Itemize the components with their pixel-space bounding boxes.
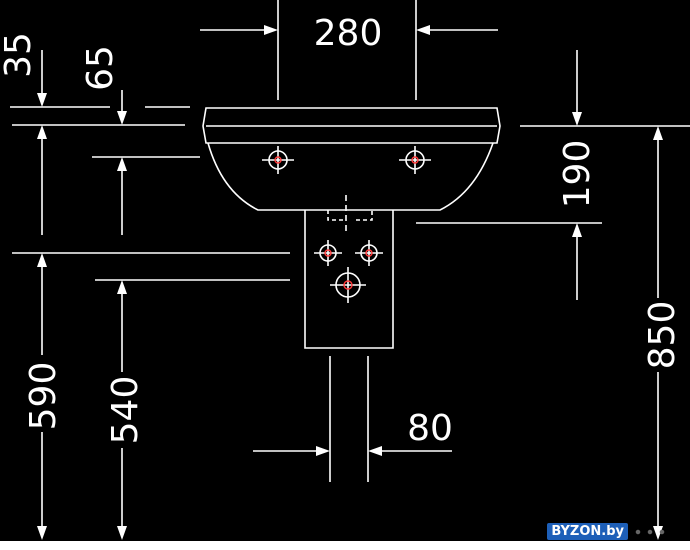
dimension-total-850: 850 xyxy=(642,126,683,540)
watermark-dots xyxy=(632,528,668,536)
dimension-bowl-190: 190 xyxy=(416,50,690,300)
label-590: 590 xyxy=(23,362,64,431)
drain-mark xyxy=(330,267,366,303)
label-rim-35: 35 xyxy=(0,32,39,78)
basin-outline xyxy=(202,107,501,211)
tap-mark-right xyxy=(399,146,431,174)
label-pedestal-80: 80 xyxy=(407,408,453,449)
dimension-590: 590 xyxy=(12,252,290,540)
supply-mark-left xyxy=(314,240,342,266)
dimension-pedestal-80: 80 xyxy=(253,356,453,482)
dimension-rim-depth-65: 65 xyxy=(80,45,200,235)
supply-mark-right xyxy=(355,240,383,266)
label-total-850: 850 xyxy=(642,301,683,370)
tap-mark-left xyxy=(262,146,294,174)
label-540: 540 xyxy=(105,376,146,445)
dimension-width-280: 280 xyxy=(200,0,498,100)
floor-line xyxy=(0,541,690,550)
label-width-280: 280 xyxy=(314,13,383,54)
dimension-540: 540 xyxy=(95,279,290,540)
label-rim-depth-65: 65 xyxy=(80,45,121,91)
watermark: BYZON.by xyxy=(547,523,628,540)
pedestal-outline xyxy=(304,195,394,349)
label-bowl-190: 190 xyxy=(557,140,598,209)
dimension-rim-35: 35 xyxy=(0,32,110,235)
